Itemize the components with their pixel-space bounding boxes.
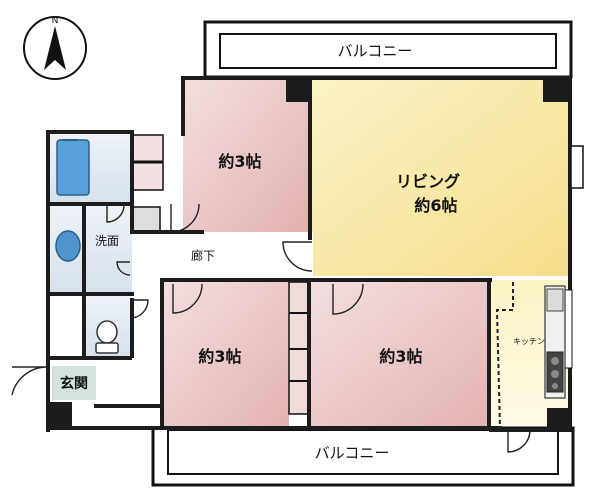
balcony-top-label: バルコニー	[338, 42, 413, 60]
hallway	[133, 232, 313, 278]
washbasin-icon	[55, 230, 81, 262]
window-living-east	[570, 145, 584, 189]
door-swings	[11, 203, 531, 453]
pillar-nw	[286, 78, 312, 102]
living-room	[312, 80, 570, 276]
compass-north-label: N	[52, 16, 59, 26]
entrance	[52, 366, 96, 400]
kitchen-counter	[544, 285, 566, 399]
east-bedroom-label: 約3帖	[379, 347, 422, 366]
pillar-sw	[46, 402, 72, 430]
pillar-ne	[543, 78, 571, 102]
living-label-line1: リビング	[396, 172, 460, 191]
pillar-se	[547, 408, 571, 430]
storage-washroom	[132, 206, 161, 233]
toilet-icon	[95, 320, 119, 354]
north-bedroom-label: 約3帖	[218, 152, 261, 171]
balcony-bottom: バルコニー	[151, 426, 575, 487]
hallway-label: 廊下	[191, 248, 215, 263]
entrance-label: 玄関	[60, 375, 88, 392]
west-bedroom-label: 約3帖	[198, 347, 241, 366]
bathtub-icon	[56, 139, 90, 196]
east-bedroom	[309, 282, 489, 426]
north-arrow-icon	[44, 26, 66, 70]
compass: N	[23, 16, 87, 80]
kitchen-label: キッチン	[513, 337, 545, 346]
balcony-bottom-label: バルコニー	[315, 444, 390, 462]
kitchen-partition	[495, 282, 514, 429]
washroom-label: 洗面	[95, 234, 119, 248]
north-bedroom	[183, 80, 310, 232]
balcony-top: バルコニー	[203, 20, 573, 79]
living-label-line2: 約6帖	[414, 196, 457, 215]
west-bedroom	[164, 282, 289, 426]
